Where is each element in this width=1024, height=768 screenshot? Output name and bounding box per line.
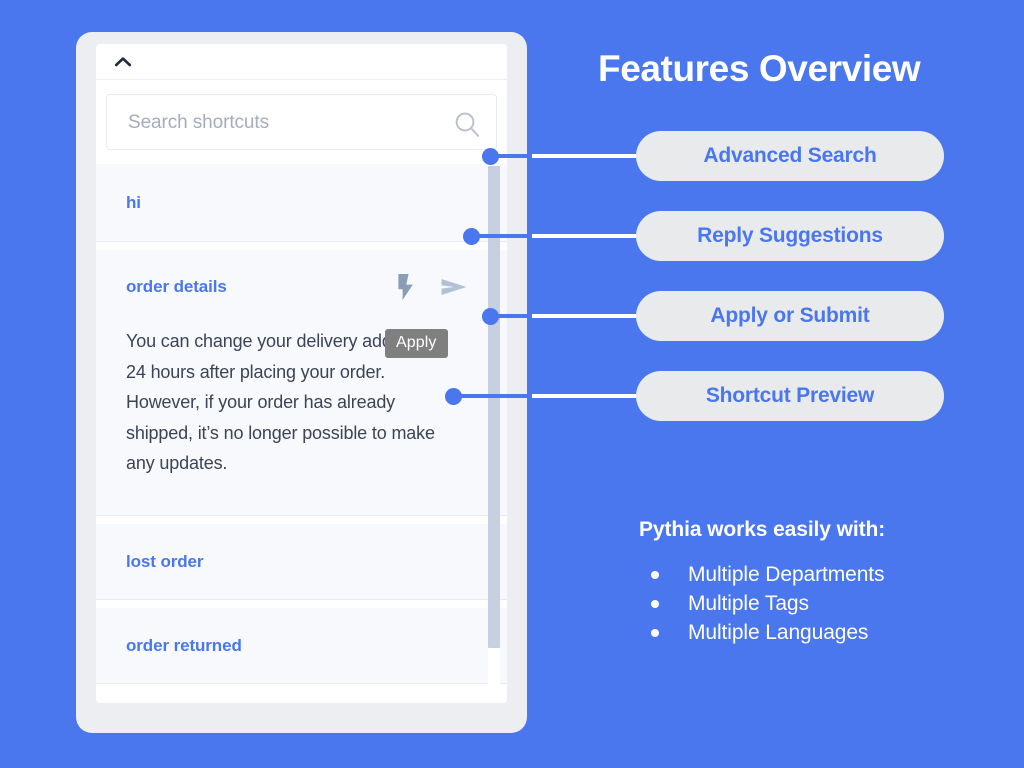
list-item: Multiple Languages [645,618,884,647]
apply-tooltip: Apply [385,329,448,358]
list-item[interactable]: order details You can change your delive… [96,250,507,516]
callout-shortcut-preview[interactable]: Shortcut Preview [636,371,944,421]
works-with-title: Pythia works easily with: [639,518,886,541]
panel-header [96,44,507,80]
row-gap [96,516,507,524]
send-icon[interactable] [439,272,469,302]
bullet-icon [651,629,659,637]
callout-connector-line [532,394,636,398]
callout-label: Apply or Submit [710,304,870,327]
callout-connector-line [532,154,636,158]
callout-label: Reply Suggestions [697,224,883,247]
shortcut-title: order details [126,277,227,296]
search-input-placeholder: Search shortcuts [128,112,269,133]
callout-connector-line [490,314,532,318]
works-with-list: Multiple Departments Multiple Tags Multi… [645,560,885,647]
bullet-icon [651,600,659,608]
shortcuts-panel: Search shortcuts hi order details [96,44,507,703]
callout-label: Advanced Search [703,144,877,167]
row-gap [96,242,507,250]
callout-apply-or-submit[interactable]: Apply or Submit [636,291,944,341]
callout-anchor-dot [482,308,499,325]
callout-connector-line [471,234,532,238]
list-item: Multiple Tags [645,589,884,618]
chevron-up-icon[interactable] [114,54,132,70]
works-with-item-label: Multiple Languages [688,621,869,644]
search-input[interactable]: Search shortcuts [106,94,497,150]
callout-connector-line [532,234,636,238]
shortcut-actions [391,272,469,302]
callout-connector-line [490,154,532,158]
works-with-item-label: Multiple Departments [688,563,885,586]
callout-label: Shortcut Preview [705,384,875,407]
row-gap [96,600,507,608]
page-title: Features Overview [598,48,921,89]
works-with-item-label: Multiple Tags [688,592,809,615]
shortcut-title: order returned [126,636,242,655]
list-item[interactable]: lost order [96,524,507,600]
list-item: Multiple Departments [645,560,885,589]
shortcut-title: lost order [126,552,204,571]
bullet-icon [651,571,659,579]
row-gap [96,684,507,692]
list-item[interactable]: hi [96,164,507,242]
callout-anchor-dot [463,228,480,245]
callout-advanced-search[interactable]: Advanced Search [636,131,944,181]
callout-anchor-dot [445,388,462,405]
lightning-bolt-icon[interactable] [391,272,421,302]
shortcut-preview-body: You can change your delivery address in … [126,331,444,473]
callout-anchor-dot [482,148,499,165]
callout-connector-line [453,394,532,398]
callout-connector-line [532,314,636,318]
search-icon[interactable] [453,110,481,138]
widget-outer-card: Search shortcuts hi order details [76,32,527,733]
callout-reply-suggestions[interactable]: Reply Suggestions [636,211,944,261]
search-zone: Search shortcuts [96,80,507,164]
shortcut-title: hi [126,193,141,212]
list-item[interactable]: order returned [96,608,507,684]
shortcut-list[interactable]: hi order details [96,164,507,703]
scrollbar-thumb[interactable] [488,166,500,648]
